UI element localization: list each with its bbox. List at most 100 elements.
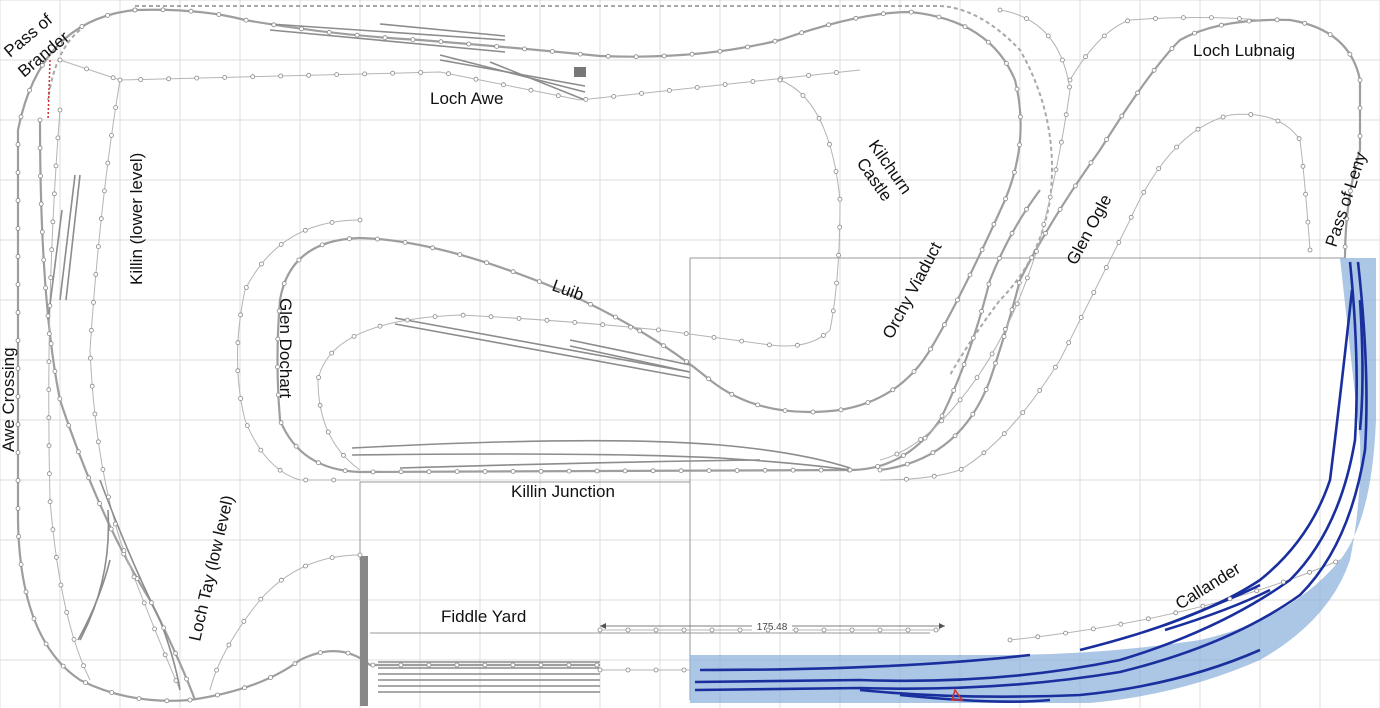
track-node — [865, 400, 871, 406]
track-node — [799, 30, 805, 36]
track-node — [317, 650, 323, 655]
track-node — [316, 375, 322, 380]
fiddle-yard-traverser[interactable] — [360, 556, 368, 706]
track-node — [354, 32, 360, 38]
track-node — [1060, 57, 1065, 63]
callander-board-highlight[interactable] — [690, 258, 1376, 703]
track-node — [538, 468, 544, 474]
track-node — [1357, 105, 1363, 111]
track-node — [911, 369, 917, 375]
track-node — [981, 450, 987, 456]
track-node — [58, 582, 64, 588]
track-node — [734, 468, 740, 473]
track-node — [152, 626, 158, 632]
track-node — [1014, 86, 1020, 92]
track-node — [681, 667, 687, 673]
track-node — [76, 449, 81, 455]
track-node — [1173, 610, 1179, 616]
track-node — [538, 662, 544, 668]
track-node — [132, 7, 138, 13]
track-node — [821, 333, 826, 338]
label-killin-lower: Killin (lower level) — [127, 153, 146, 285]
track-node — [184, 676, 190, 682]
track-node — [15, 366, 21, 371]
track-node — [962, 24, 968, 30]
track-node — [667, 88, 672, 93]
track-node — [390, 70, 396, 76]
track-node — [762, 467, 768, 473]
track-node — [418, 70, 424, 75]
track-node — [48, 275, 54, 281]
track-node — [510, 468, 516, 474]
track-node — [1014, 301, 1020, 307]
track-node — [1248, 112, 1254, 117]
location-labels: Pass of Brander Loch Awe Kilchurn Castle… — [0, 10, 1370, 643]
track-node — [46, 415, 52, 421]
station-sidings[interactable] — [47, 23, 851, 693]
main-line-tracks[interactable] — [16, 8, 1362, 702]
track-node — [637, 328, 643, 334]
track-node — [357, 552, 363, 558]
track-node — [1035, 634, 1041, 640]
track-node — [1237, 16, 1242, 22]
track-node — [329, 350, 335, 356]
track-node — [661, 343, 666, 349]
track-node — [15, 254, 21, 259]
track-node — [91, 299, 96, 305]
track-node — [628, 324, 633, 330]
track-node — [50, 527, 56, 532]
track-node — [331, 477, 337, 483]
track-node — [1327, 32, 1333, 37]
track-node — [81, 663, 86, 669]
track-node — [890, 387, 896, 393]
track-node — [597, 667, 603, 673]
track-node — [1302, 20, 1308, 26]
track-node — [1181, 15, 1186, 21]
track-node — [15, 226, 21, 231]
track-node — [54, 554, 59, 560]
track-node — [1169, 46, 1175, 51]
track-node — [678, 468, 684, 474]
track-node — [89, 327, 94, 333]
track-node — [1156, 166, 1162, 172]
track-node — [1059, 139, 1064, 145]
track-node — [625, 667, 631, 673]
track-node — [57, 396, 63, 402]
track-node — [639, 91, 644, 96]
track-node — [187, 697, 193, 703]
track-node — [53, 163, 59, 169]
track-node — [258, 261, 264, 267]
track-node — [1300, 163, 1306, 169]
track-node — [516, 315, 522, 321]
track-node — [100, 466, 106, 472]
track-node — [881, 11, 886, 17]
track-node — [983, 387, 989, 393]
track-node — [370, 662, 376, 668]
track-node — [293, 443, 299, 449]
track-node — [1004, 61, 1009, 66]
track-node — [709, 627, 715, 633]
track-node — [148, 600, 154, 606]
track-node — [43, 285, 48, 291]
track-node — [281, 281, 287, 287]
track-node — [222, 75, 228, 80]
track-node — [430, 245, 436, 251]
track-node — [562, 289, 568, 295]
track-node — [877, 627, 883, 633]
track-node — [922, 435, 928, 441]
callander-tracks[interactable] — [694, 261, 1368, 703]
track-node — [875, 464, 881, 469]
track-node — [930, 450, 936, 456]
track-node — [341, 452, 346, 458]
track-node — [1045, 33, 1051, 39]
track-node — [243, 285, 249, 290]
track-node — [173, 678, 179, 683]
track-node — [484, 260, 490, 266]
track-node — [683, 331, 689, 337]
track-node — [894, 451, 900, 457]
track-node — [446, 71, 451, 77]
track-node — [89, 383, 95, 389]
track-node — [398, 469, 404, 475]
track-node — [1025, 275, 1030, 281]
